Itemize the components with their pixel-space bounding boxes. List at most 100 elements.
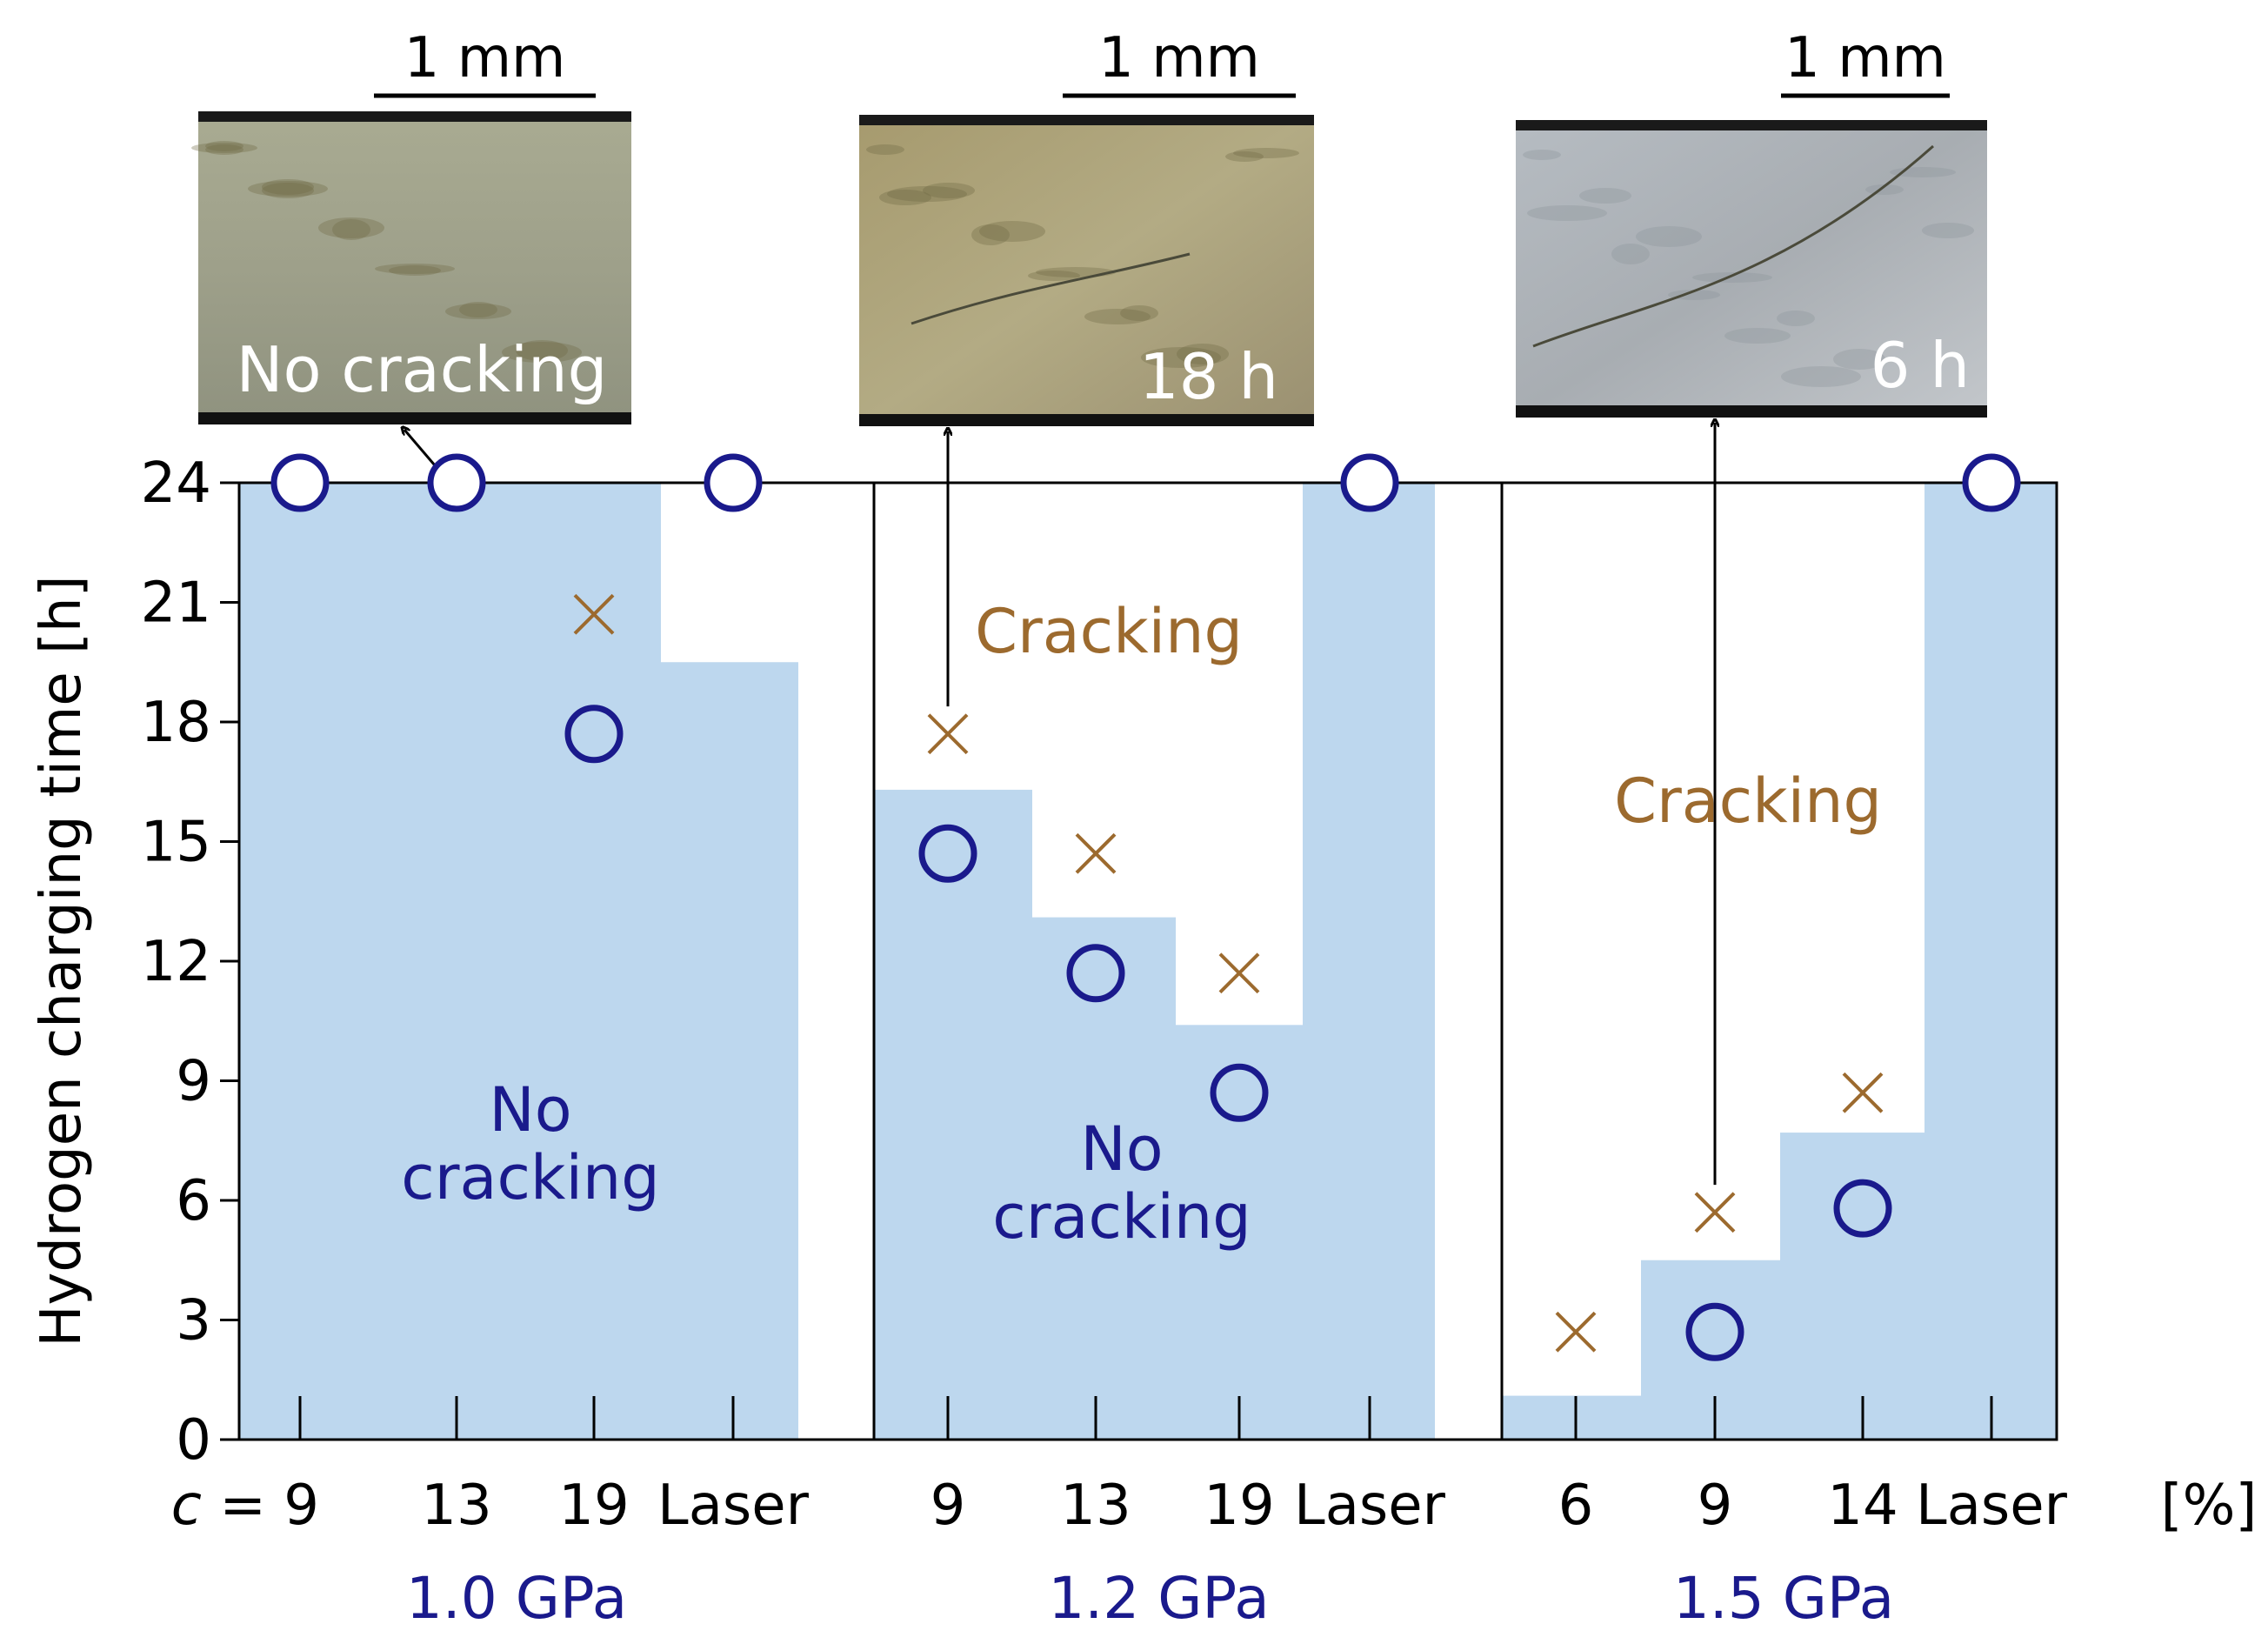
micrograph-texture-0-1 — [262, 179, 314, 195]
micrograph-texture-2-5 — [1833, 349, 1885, 370]
x-unit-label: [%] — [2161, 1474, 2258, 1538]
micrograph-texture-0-13 — [262, 183, 314, 198]
micrograph-image-1 — [859, 115, 1314, 426]
no-cracking-label-p1-1: cracking — [992, 1181, 1251, 1253]
group-label-0: 1.0 GPa — [406, 1565, 627, 1632]
micrograph-texture-0-3 — [375, 264, 455, 274]
x-tick-label-p1-1: 13 — [1060, 1474, 1131, 1538]
y-tick-label-3: 3 — [176, 1289, 211, 1353]
y-tick-label-21: 21 — [141, 571, 211, 636]
data-markers — [270, 453, 2021, 1361]
micrograph-bottom-edge-0 — [198, 412, 631, 424]
micrograph-texture-0-6 — [191, 143, 257, 153]
x-prefix-equals: = — [202, 1474, 284, 1538]
micrograph-texture-2-7 — [1527, 205, 1607, 221]
plot-frame — [220, 423, 2058, 1441]
x-prefix-symbol: c — [171, 1474, 202, 1538]
x-tick-label-p0-0: c = 9 — [171, 1474, 319, 1538]
cracking-marker-p2-0 — [1555, 1311, 1597, 1353]
micrograph-texture-2-0 — [1523, 150, 1561, 160]
micrograph-texture-2-3 — [1692, 272, 1772, 283]
micrograph-texture-2-13 — [1922, 223, 1974, 238]
group-label-1: 1.2 GPa — [1048, 1565, 1269, 1632]
micrograph-texture-1-10 — [1084, 309, 1151, 324]
no-cracking-marker-p1-2 — [1210, 1063, 1269, 1122]
cracking-marker-p1-2 — [1218, 952, 1260, 994]
x-tick-label-p1-2: 19 — [1204, 1474, 1274, 1538]
micrograph-texture-2-10 — [1724, 328, 1791, 344]
micrograph-caption-1: 18 h — [1139, 340, 1278, 413]
group-label-2: 1.5 GPa — [1673, 1565, 1894, 1632]
no-cracking-marker-p1-3 — [1340, 453, 1399, 512]
no-cracking-region-p2-0 — [1502, 1395, 1641, 1440]
micrograph-image-0 — [198, 111, 631, 424]
no-cracking-region-p0-1 — [529, 483, 661, 1440]
x-tick-label-p2-3: Laser — [1916, 1474, 2068, 1538]
micrograph-texture-0-12 — [205, 144, 243, 155]
cracking-marker-p1-1 — [1075, 832, 1117, 874]
micrograph-texture-1-12 — [1225, 151, 1264, 162]
no-cracking-marker-p1-0 — [918, 824, 977, 883]
no-cracking-label-p0-0: No — [489, 1074, 571, 1146]
no-cracking-marker-p0-0 — [270, 453, 330, 512]
cracking-marker-p2-1 — [1694, 1192, 1736, 1233]
micrograph-image-2 — [1516, 120, 1987, 418]
micrograph-texture-1-5 — [1177, 344, 1229, 364]
micrograph-texture-1-4 — [1120, 305, 1158, 321]
micrograph-texture-1-1 — [923, 183, 975, 198]
micrograph-texture-0-10 — [445, 304, 511, 319]
no-cracking-regions — [239, 483, 2057, 1440]
micrograph-top-edge-1 — [859, 115, 1314, 125]
no-cracking-region-p0-2 — [661, 662, 798, 1440]
x-tick-label-p2-1: 9 — [1698, 1474, 1733, 1538]
cracking-label-p1: Cracking — [975, 596, 1243, 667]
micrograph-texture-2-8 — [1611, 244, 1650, 264]
micrograph-texture-2-9 — [1668, 290, 1720, 300]
x-tick-label-p0-1: 13 — [421, 1474, 491, 1538]
micrograph-0 — [191, 93, 631, 424]
no-cracking-marker-p2-0 — [1685, 1302, 1744, 1361]
x-tick-label-p1-0: 9 — [931, 1474, 966, 1538]
x-tick-label-p1-3: Laser — [1294, 1474, 1446, 1538]
y-tick-label-24: 24 — [141, 451, 211, 516]
no-cracking-marker-p2-1 — [1833, 1179, 1892, 1238]
no-cracking-marker-p0-1 — [427, 453, 486, 512]
micrograph-texture-1-11 — [1141, 347, 1221, 368]
micrograph-top-edge-2 — [1516, 120, 1987, 130]
no-cracking-marker-p0-3 — [704, 453, 763, 512]
x-tick-label-p0-2: 19 — [558, 1474, 629, 1538]
cracking-marker-p0-0 — [573, 593, 615, 635]
no-cracking-marker-p1-1 — [1066, 944, 1125, 1003]
y-tick-label-15: 15 — [141, 811, 211, 875]
y-tick-label-18: 18 — [141, 691, 211, 755]
micrograph-texture-1-0 — [866, 144, 904, 155]
y-axis-label: Hydrogen charging time [h] — [30, 575, 94, 1347]
micrograph-texture-1-9 — [1028, 271, 1080, 281]
micrograph-texture-0-8 — [332, 219, 370, 240]
micrograph-texture-0-4 — [459, 302, 497, 317]
y-tick-label-12: 12 — [141, 930, 211, 994]
x-tick-label-p0-3: Laser — [657, 1474, 810, 1538]
micrograph-top-edge-0 — [198, 111, 631, 122]
y-tick-label-9: 9 — [176, 1050, 211, 1114]
micrograph-texture-0-9 — [389, 265, 441, 276]
micrograph-crack-1 — [911, 252, 1191, 325]
micrograph-texture-1-6 — [1233, 148, 1299, 158]
micrograph-texture-0-11 — [502, 342, 582, 363]
micrograph-bottom-edge-1 — [859, 414, 1314, 426]
micrograph-1 — [859, 93, 1314, 426]
x-tick-label-value: 9 — [284, 1474, 319, 1538]
y-tick-label-0: 0 — [176, 1408, 211, 1473]
micrograph-caption-2: 6 h — [1871, 329, 1970, 402]
scale-bar-label-0: 1 mm — [404, 26, 566, 90]
cracking-marker-p2-2 — [1842, 1072, 1884, 1113]
cracking-label-p2: Cracking — [1614, 765, 1882, 837]
micrograph-texture-1-8 — [971, 224, 1010, 245]
no-cracking-region-p0-0 — [239, 483, 529, 1440]
cracking-marker-p1-0 — [927, 713, 969, 755]
micrograph-insets — [191, 93, 1987, 426]
micrograph-texture-0-0 — [205, 141, 243, 151]
no-cracking-label-p1-0: No — [1080, 1113, 1163, 1185]
micrograph-texture-0-7 — [248, 181, 328, 197]
